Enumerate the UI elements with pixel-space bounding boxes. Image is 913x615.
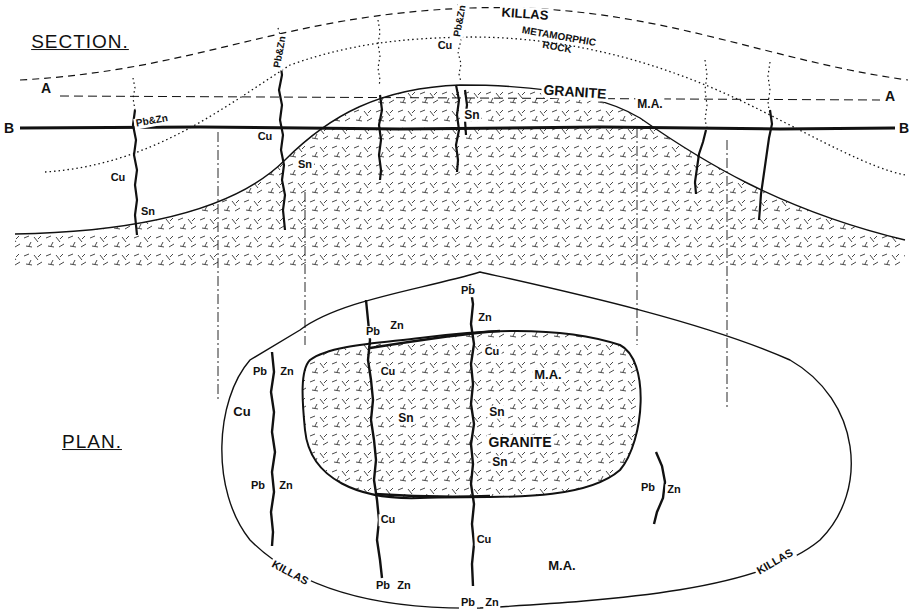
map-label: Zn xyxy=(483,597,500,609)
map-label: B xyxy=(897,121,911,136)
map-label: Cu xyxy=(475,534,494,546)
map-label: B xyxy=(2,121,16,136)
map-label: Pb xyxy=(639,482,657,494)
map-label: Cu xyxy=(109,172,128,184)
map-label: Pb xyxy=(374,580,392,592)
map-label: METAMORPHIC ROCK xyxy=(515,24,601,59)
map-label: M.A. xyxy=(546,559,577,573)
map-label: Cu xyxy=(436,40,455,52)
map-label: A xyxy=(883,89,897,104)
map-label: Pb&Zn xyxy=(272,33,289,70)
view-title: SECTION. xyxy=(29,32,131,52)
map-label: Sn xyxy=(462,109,481,122)
map-label: Pb xyxy=(249,480,267,492)
map-label: Pb xyxy=(251,366,269,378)
map-label: Cu xyxy=(231,405,252,419)
map-label: Sn xyxy=(139,206,157,218)
map-label: Pb xyxy=(459,597,477,609)
map-label: Zn xyxy=(395,580,412,592)
map-label: Pb xyxy=(459,285,477,297)
map-label: Zn xyxy=(278,366,295,378)
map-label: Pb&Zn xyxy=(452,2,469,39)
map-label: Cu xyxy=(483,346,502,358)
map-label: Sn xyxy=(296,159,314,171)
map-label: Sn xyxy=(487,406,506,419)
map-label: KILLAS xyxy=(753,546,797,578)
map-label: Pb xyxy=(364,326,382,338)
map-label: Cu xyxy=(256,131,275,143)
map-label: Cu xyxy=(379,366,398,378)
map-label: Zn xyxy=(277,480,294,492)
map-label: Zn xyxy=(476,312,493,324)
map-label: KILLAS xyxy=(268,558,312,589)
map-label: M.A. xyxy=(532,368,563,382)
map-label: Cu xyxy=(379,514,398,526)
map-label: Sn xyxy=(490,456,509,469)
map-label: Sn xyxy=(396,412,415,425)
map-label: GRANITE xyxy=(487,435,554,450)
map-label: M.A. xyxy=(635,98,664,111)
map-label: Zn xyxy=(388,320,405,332)
map-label: A xyxy=(39,81,53,96)
map-label: Zn xyxy=(665,484,682,496)
view-title: PLAN. xyxy=(60,432,124,452)
map-label: KILLAS xyxy=(499,5,551,22)
